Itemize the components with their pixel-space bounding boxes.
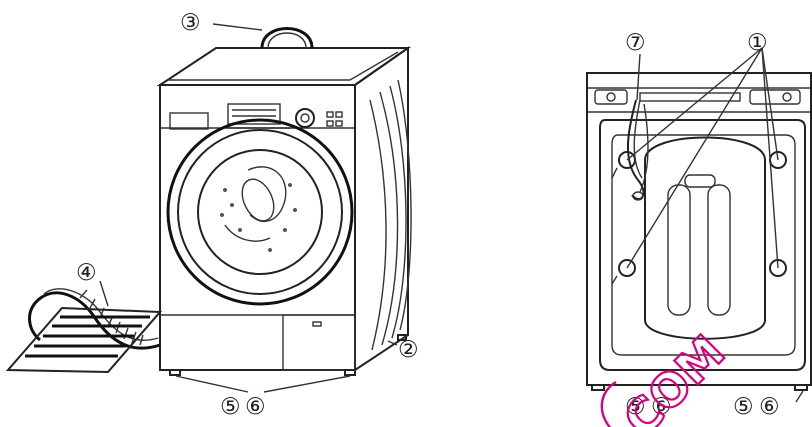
callout-5-front: ⑤ bbox=[220, 394, 241, 420]
callout-2: ② bbox=[398, 337, 419, 363]
callout-7: ⑦ bbox=[625, 30, 646, 56]
watermark-text: COM bbox=[613, 325, 735, 427]
callout-4: ④ bbox=[76, 260, 97, 286]
watermark: COM bbox=[602, 325, 735, 427]
callout-6-front: ⑥ bbox=[245, 394, 266, 420]
callout-1: ① bbox=[747, 30, 768, 56]
front-view-washer bbox=[8, 24, 411, 392]
callout-5-back-right: ⑤ bbox=[733, 394, 754, 420]
callout-6-back-right: ⑥ bbox=[759, 394, 780, 420]
callout-3: ③ bbox=[180, 10, 201, 36]
